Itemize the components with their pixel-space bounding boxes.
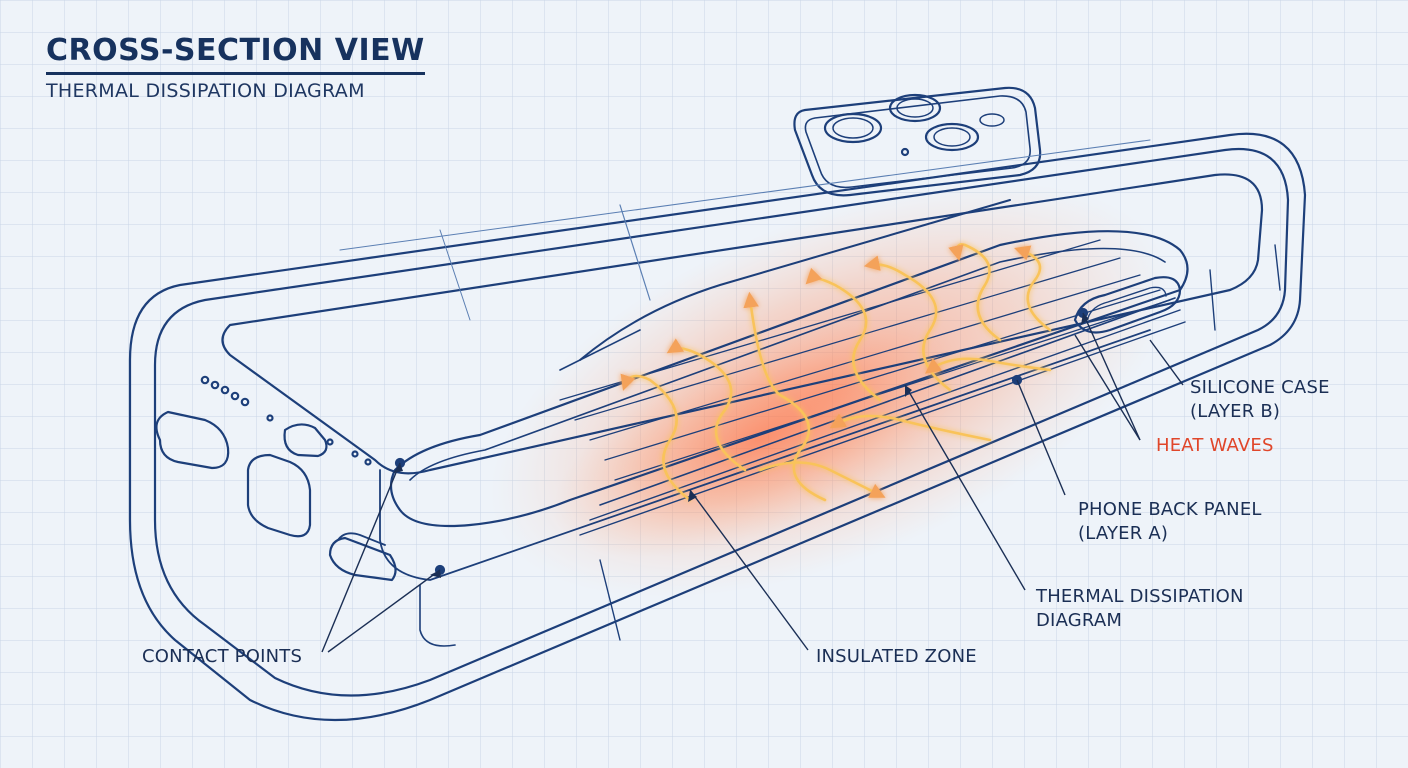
label-silicone-case-line2: (LAYER B): [1190, 401, 1281, 422]
leader-arrowheads: [393, 313, 1089, 578]
page-subtitle: THERMAL DISSIPATION DIAGRAM: [46, 80, 365, 102]
label-silicone-case-line1: SILICONE CASE: [1190, 377, 1330, 398]
label-heat-waves: HEAT WAVES: [1156, 435, 1274, 456]
label-silicone-case: SILICONE CASE (LAYER B): [1190, 376, 1330, 424]
page-title: CROSS-SECTION VIEW: [46, 34, 425, 75]
label-phone-back-panel: PHONE BACK PANEL (LAYER A): [1078, 498, 1262, 546]
label-insulated-zone: INSULATED ZONE: [816, 646, 977, 667]
label-thermal-dissipation: THERMAL DISSIPATION DIAGRAM: [1036, 585, 1244, 633]
label-phone-back-line2: (LAYER A): [1078, 523, 1169, 544]
label-thermal-line2: DIAGRAM: [1036, 610, 1123, 631]
label-contact-points: CONTACT POINTS: [142, 646, 303, 667]
label-phone-back-line1: PHONE BACK PANEL: [1078, 499, 1262, 520]
label-thermal-line1: THERMAL DISSIPATION: [1036, 586, 1244, 607]
heat-waves: [620, 243, 1052, 502]
leader-lines: [321, 312, 1184, 653]
